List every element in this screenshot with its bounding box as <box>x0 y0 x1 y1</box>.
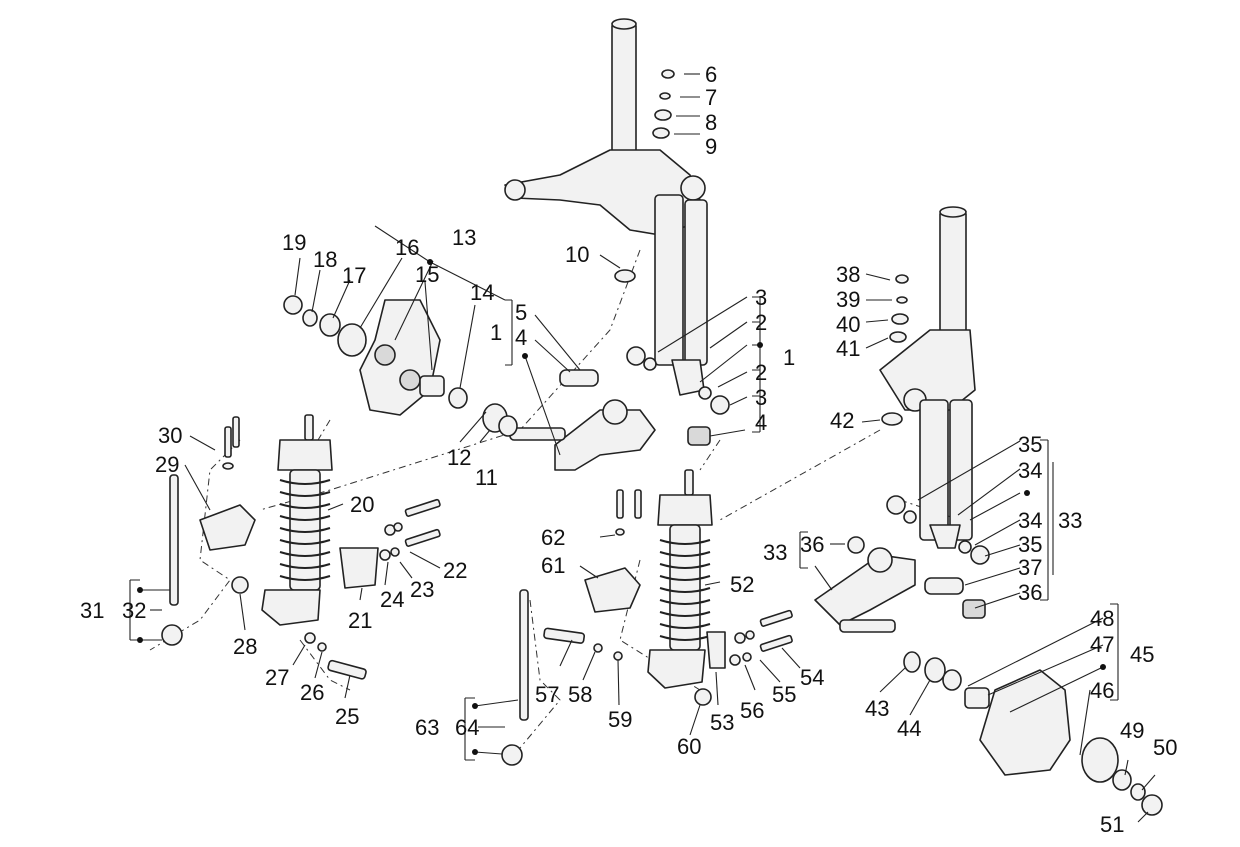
callout-17: 17 <box>342 263 366 288</box>
callout-54: 54 <box>800 665 824 690</box>
callout-59: 59 <box>608 707 632 732</box>
callout-56: 56 <box>740 698 764 723</box>
callout-44: 44 <box>897 716 921 741</box>
right-swing-arm <box>814 536 986 633</box>
callout-27: 27 <box>265 665 289 690</box>
callout-40: 40 <box>836 312 860 337</box>
callout-9: 9 <box>705 134 717 159</box>
callout-52: 52 <box>730 572 754 597</box>
callout-23: 23 <box>410 577 434 602</box>
bullet-dots <box>137 259 1106 755</box>
callout-53: 53 <box>710 710 734 735</box>
callout-64: 64 <box>455 715 479 740</box>
callout-51: 51 <box>1100 812 1124 837</box>
callout-labels: 1 1 2 2 3 3 4 4 5 6 7 8 9 10 11 12 13 14… <box>80 62 1177 837</box>
callout-30: 30 <box>158 423 182 448</box>
callout-3-upper: 3 <box>755 285 767 310</box>
callout-60: 60 <box>677 734 701 759</box>
small-hardware <box>222 69 990 706</box>
callout-15: 15 <box>415 262 439 287</box>
callout-6: 6 <box>705 62 717 87</box>
upper-left-bracket <box>283 295 468 416</box>
callout-57: 57 <box>535 682 559 707</box>
callout-36-right: 36 <box>1018 580 1042 605</box>
callout-2-lower: 2 <box>755 360 767 385</box>
middle-swing-arm <box>482 369 711 471</box>
callout-19: 19 <box>282 230 306 255</box>
callout-22: 22 <box>443 558 467 583</box>
callout-61: 61 <box>541 553 565 578</box>
callout-1-left: 1 <box>490 320 502 345</box>
callout-28: 28 <box>233 634 257 659</box>
callout-41: 41 <box>836 336 860 361</box>
callout-12: 12 <box>447 445 471 470</box>
callout-50: 50 <box>1153 735 1177 760</box>
callout-49: 49 <box>1120 718 1144 743</box>
callout-13: 13 <box>452 225 476 250</box>
callout-14: 14 <box>470 280 494 305</box>
callout-35-lower: 35 <box>1018 532 1042 557</box>
center-shock-absorber <box>584 469 713 689</box>
callout-8: 8 <box>705 110 717 135</box>
hub-bracket <box>903 651 1163 816</box>
callout-34-upper: 34 <box>1018 458 1042 483</box>
callout-24: 24 <box>380 587 404 612</box>
callout-36-left: 36 <box>800 532 824 557</box>
callout-48: 48 <box>1090 606 1114 631</box>
callout-5: 5 <box>515 300 527 325</box>
upper-fork-assembly <box>504 18 708 396</box>
callout-4-right: 4 <box>755 410 767 435</box>
callout-38: 38 <box>836 262 860 287</box>
callout-18: 18 <box>313 247 337 272</box>
callout-2-upper: 2 <box>755 310 767 335</box>
callout-21: 21 <box>348 608 372 633</box>
callout-25: 25 <box>335 704 359 729</box>
callout-42: 42 <box>830 408 854 433</box>
callout-4-left: 4 <box>515 325 527 350</box>
callout-39: 39 <box>836 287 860 312</box>
callout-58: 58 <box>568 682 592 707</box>
rods <box>161 474 529 766</box>
callout-26: 26 <box>300 680 324 705</box>
callout-29: 29 <box>155 452 179 477</box>
callout-45: 45 <box>1130 642 1154 667</box>
callout-62: 62 <box>541 525 565 550</box>
callout-32: 32 <box>122 598 146 623</box>
callout-37: 37 <box>1018 555 1042 580</box>
callout-43: 43 <box>865 696 889 721</box>
left-shock-absorber <box>199 414 333 626</box>
callout-3-lower: 3 <box>755 385 767 410</box>
callout-16: 16 <box>395 235 419 260</box>
callout-31: 31 <box>80 598 104 623</box>
callout-7: 7 <box>705 85 717 110</box>
callout-55: 55 <box>772 682 796 707</box>
callout-11: 11 <box>475 465 498 490</box>
callout-35-upper: 35 <box>1018 432 1042 457</box>
leader-lines <box>129 73 1156 823</box>
callout-20: 20 <box>350 492 374 517</box>
callout-63: 63 <box>415 715 439 740</box>
callout-34-lower: 34 <box>1018 508 1042 533</box>
right-fork-assembly <box>879 206 976 549</box>
callout-33-right: 33 <box>1058 508 1082 533</box>
callout-46: 46 <box>1090 678 1114 703</box>
callout-33-left: 33 <box>763 540 787 565</box>
callout-47: 47 <box>1090 632 1114 657</box>
callout-10: 10 <box>565 242 589 267</box>
callout-1-right: 1 <box>783 345 795 370</box>
